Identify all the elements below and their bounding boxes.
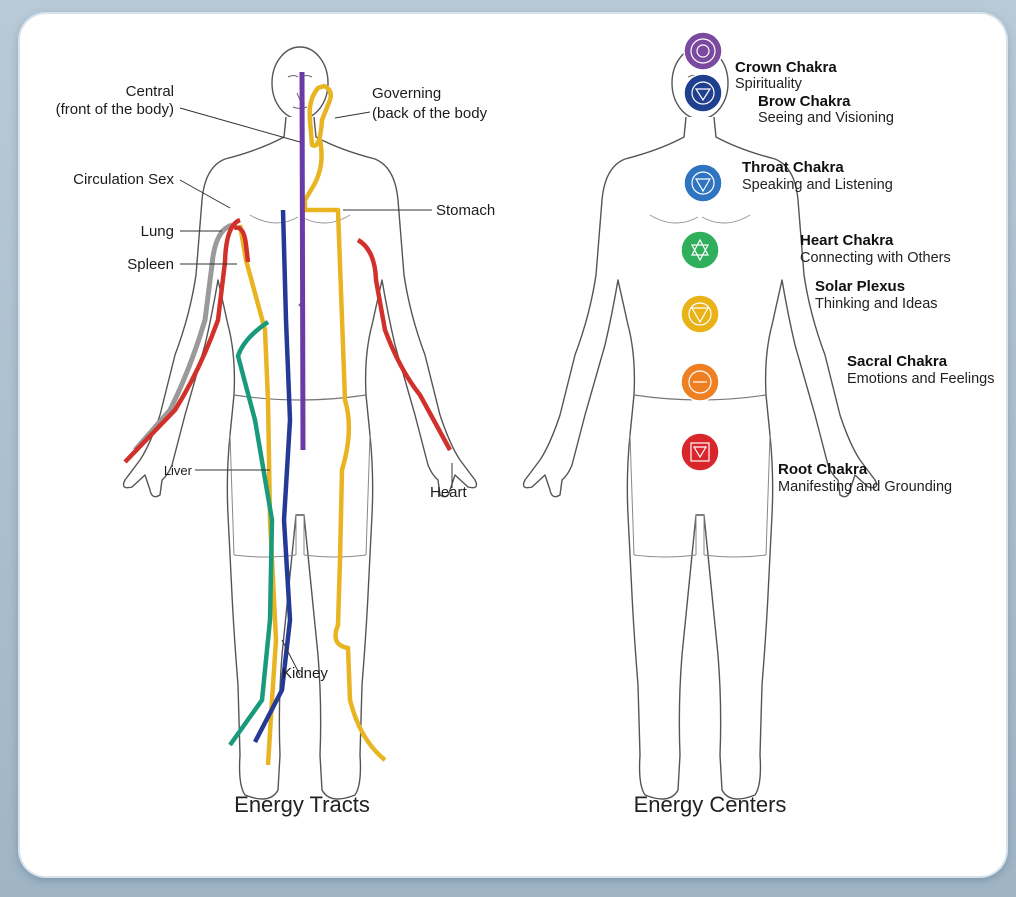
governing-label-1: Governing	[372, 85, 441, 102]
central-label-2: (front of the body)	[56, 101, 174, 118]
lung-label: Lung	[141, 223, 174, 240]
solar-plexus-name: Solar Plexus	[815, 278, 905, 295]
brow-chakra-icon	[684, 74, 722, 112]
liver-label: Liver	[164, 463, 193, 478]
brow-chakra-name: Brow Chakra	[758, 93, 851, 110]
central-meridian	[302, 72, 303, 450]
spleen-label: Spleen	[127, 256, 174, 273]
kidney-label: Kidney	[282, 665, 328, 682]
root-chakra-desc: Manifesting and Grounding	[778, 479, 952, 495]
central-label-1: Central	[126, 83, 174, 100]
crown-chakra-desc: Spirituality	[735, 76, 803, 92]
crown-chakra-icon	[684, 32, 722, 70]
throat-chakra-icon	[684, 164, 722, 202]
energy-tracts-caption: Energy Tracts	[234, 792, 370, 817]
root-chakra-icon	[681, 433, 719, 471]
solar-plexus-chakra-icon	[681, 295, 719, 333]
heart-label: Heart	[430, 484, 468, 501]
sacral-chakra-name: Sacral Chakra	[847, 353, 948, 370]
sacral-chakra-desc: Emotions and Feelings	[847, 371, 995, 387]
stomach-label: Stomach	[436, 202, 495, 219]
energy-centers-caption: Energy Centers	[634, 792, 787, 817]
solar-plexus-desc: Thinking and Ideas	[815, 296, 938, 312]
throat-chakra-desc: Speaking and Listening	[742, 177, 893, 193]
governing-label-2: (back of the body	[372, 105, 488, 122]
heart-chakra-desc: Connecting with Others	[800, 250, 951, 266]
brow-chakra-desc: Seeing and Visioning	[758, 110, 894, 126]
heart-chakra-name: Heart Chakra	[800, 232, 894, 249]
sacral-chakra-icon	[681, 363, 719, 401]
circulation-sex-label: Circulation Sex	[73, 171, 174, 188]
root-chakra-name: Root Chakra	[778, 461, 868, 478]
heart-chakra-icon	[681, 231, 719, 269]
crown-chakra-name: Crown Chakra	[735, 59, 837, 76]
throat-chakra-name: Throat Chakra	[742, 159, 844, 176]
